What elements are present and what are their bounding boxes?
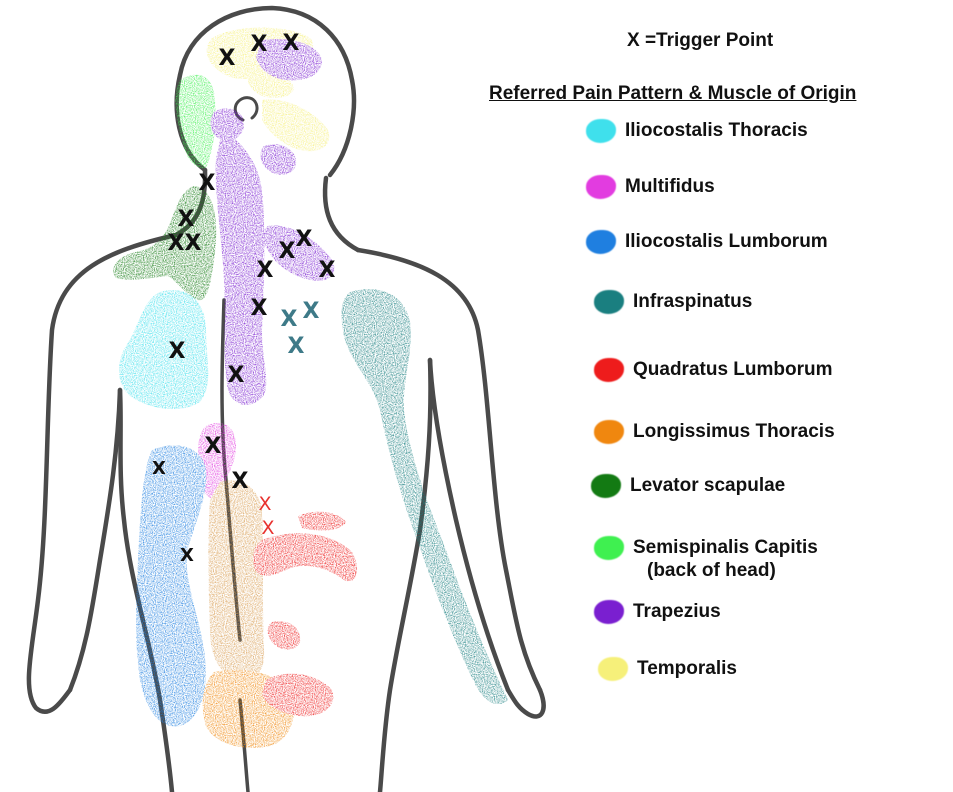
neck-right-outline <box>325 178 358 250</box>
legend-swatch <box>594 600 624 624</box>
legend-swatch <box>598 657 628 681</box>
trigger-point-marker: X <box>251 32 268 57</box>
trigger-point-marker: X <box>296 227 313 252</box>
legend-swatch <box>594 420 624 444</box>
trigger-point-key: X =Trigger Point <box>627 30 773 52</box>
legend-item-trapezius: Trapezius <box>594 600 721 624</box>
legend-swatch <box>594 536 624 560</box>
legend-item-infraspinatus: Infraspinatus <box>594 290 752 314</box>
legend-item-temporalis: Temporalis <box>598 657 737 681</box>
legend-swatch <box>591 474 621 498</box>
iliocostalis-lumborum-pattern <box>136 445 206 726</box>
trigger-point-marker: X <box>257 258 274 283</box>
trigger-point-marker-infraspinatus: X <box>288 334 305 359</box>
legend-heading: Referred Pain Pattern & Muscle of Origin <box>489 83 856 105</box>
trigger-point-marker: X <box>219 46 236 71</box>
trigger-point-marker: X <box>319 258 336 283</box>
iliocostalis-thoracis-pattern <box>119 290 208 409</box>
legend-label: Infraspinatus <box>633 290 752 313</box>
legend-swatch <box>586 175 616 199</box>
left-arm-inner-outline <box>70 390 120 690</box>
trigger-point-marker: X <box>205 434 222 459</box>
legend-swatch <box>586 230 616 254</box>
legend-item-levator-scapulae: Levator scapulae <box>591 474 785 498</box>
right-hand-outline <box>508 690 544 717</box>
trigger-point-marker: X <box>169 339 186 364</box>
trigger-point-marker: X <box>168 231 185 256</box>
trigger-point-marker: X <box>232 469 249 494</box>
legend-label: Multifidus <box>625 175 715 198</box>
quadratus-lumborum-pattern-small <box>268 621 301 649</box>
trigger-point-marker: X <box>180 545 194 566</box>
legend-item-longissimus-thoracis: Longissimus Thoracis <box>594 420 835 444</box>
trigger-point-marker: X <box>178 207 195 232</box>
legend-item-semispinalis-capitis: Semispinalis Capitis (back of head) <box>594 536 818 582</box>
legend-label: Iliocostalis Lumborum <box>625 230 828 253</box>
legend-swatch <box>594 290 624 314</box>
legend-swatch <box>586 119 616 143</box>
trigger-point-marker: X <box>283 31 300 56</box>
trigger-point-marker: X <box>228 363 245 388</box>
legend-label: Longissimus Thoracis <box>633 420 835 443</box>
legend-label: Quadratus Lumborum <box>633 358 833 381</box>
legend-swatch <box>594 358 624 382</box>
legend-item-iliocostalis-lumborum: Iliocostalis Lumborum <box>586 230 828 254</box>
legend-label: Trapezius <box>633 600 721 623</box>
trigger-point-marker: X <box>152 458 166 479</box>
trigger-point-marker: X <box>251 296 268 321</box>
trigger-point-marker-quadratus: X <box>261 517 274 539</box>
legend-sublabel: (back of head) <box>633 559 818 582</box>
trigger-point-marker: X <box>199 171 216 196</box>
quadratus-lumborum-pattern-upper <box>298 512 346 531</box>
legend-label: Semispinalis Capitis (back of head) <box>633 536 818 582</box>
trigger-point-marker-infraspinatus: X <box>303 299 320 324</box>
trigger-point-marker: X <box>279 239 296 264</box>
legend-label: Temporalis <box>637 657 737 680</box>
trapezius-pattern-jaw <box>261 144 297 175</box>
trigger-point-marker-infraspinatus: X <box>281 307 298 332</box>
temporalis-pattern-2 <box>262 99 329 151</box>
quadratus-lumborum-pattern-mid <box>253 533 357 581</box>
longissimus-thoracis-pattern <box>209 480 265 680</box>
trigger-point-marker: X <box>185 231 202 256</box>
legend-label: Levator scapulae <box>630 474 785 497</box>
legend-item-quadratus-lumborum: Quadratus Lumborum <box>594 358 833 382</box>
pain-patterns <box>113 28 508 748</box>
legend-label-main: Semispinalis Capitis <box>633 537 818 558</box>
legend-item-iliocostalis-thoracis: Iliocostalis Thoracis <box>586 119 808 143</box>
legend-label: Iliocostalis Thoracis <box>625 119 808 142</box>
trigger-point-marker-quadratus: X <box>258 493 271 515</box>
legend-item-multifidus: Multifidus <box>586 175 715 199</box>
semispinalis-pattern <box>176 75 216 169</box>
